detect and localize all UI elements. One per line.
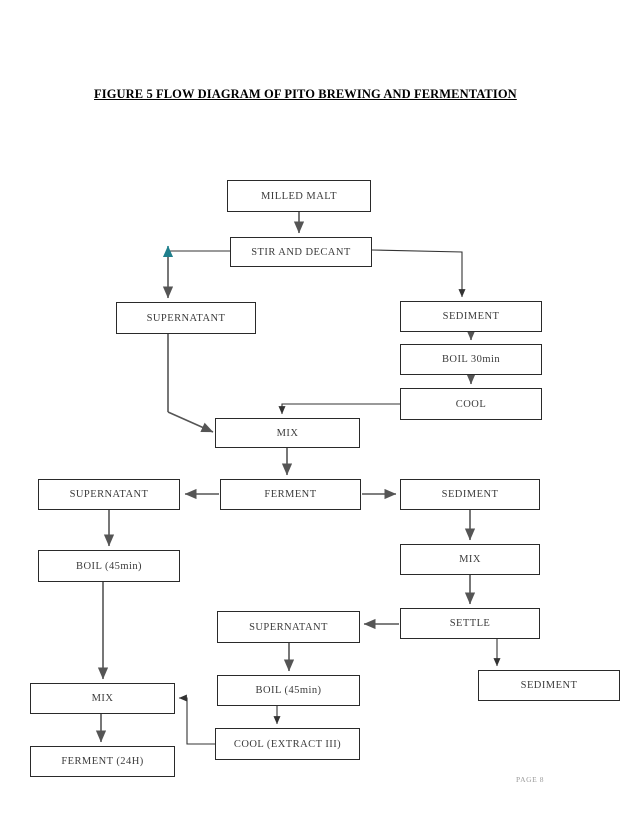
node-label: MIX: [276, 427, 299, 439]
node-label: STIR AND DECANT: [251, 246, 351, 258]
node-mix-3[interactable]: MIX: [30, 683, 175, 714]
node-label: SUPERNATANT: [146, 312, 226, 324]
node-label: BOIL 30min: [441, 354, 501, 365]
node-boil-30min[interactable]: BOIL 30min: [400, 344, 542, 375]
node-label: SETTLE: [449, 618, 491, 629]
page-title: FIGURE 5 FLOW DIAGRAM OF PITO BREWING AN…: [94, 87, 517, 101]
node-ferment-24h[interactable]: FERMENT (24H): [30, 746, 175, 777]
node-label: SUPERNATANT: [69, 489, 149, 500]
node-sediment-2[interactable]: SEDIMENT: [400, 479, 540, 510]
node-mix-1[interactable]: MIX: [215, 418, 360, 448]
node-label: SEDIMENT: [441, 489, 499, 500]
node-supernatant-3[interactable]: SUPERNATANT: [217, 611, 360, 643]
node-settle[interactable]: SETTLE: [400, 608, 540, 639]
node-milled-malt[interactable]: MILLED MALT: [227, 180, 371, 212]
node-label: MILLED MALT: [260, 190, 337, 202]
node-label: BOIL (45min): [255, 685, 322, 696]
node-label: FERMENT (24H): [61, 756, 144, 767]
node-label: FERMENT: [264, 489, 317, 500]
node-boil-45min-left[interactable]: BOIL (45min): [38, 550, 180, 582]
node-cool-1[interactable]: COOL: [400, 388, 542, 420]
node-label: SEDIMENT: [520, 680, 578, 691]
node-supernatant-1[interactable]: SUPERNATANT: [116, 302, 256, 334]
node-stir-and-decant[interactable]: STIR AND DECANT: [230, 237, 372, 267]
node-label: MIX: [459, 554, 481, 565]
page-number-footer: PAGE 8: [516, 775, 545, 784]
node-ferment-1[interactable]: FERMENT: [220, 479, 361, 510]
node-mix-2[interactable]: MIX: [400, 544, 540, 575]
node-cool-extract-iii[interactable]: COOL (EXTRACT III): [215, 728, 360, 760]
node-boil-45min-mid[interactable]: BOIL (45min): [217, 675, 360, 706]
node-label: SEDIMENT: [442, 311, 500, 322]
node-sediment-1[interactable]: SEDIMENT: [400, 301, 542, 332]
node-label: COOL (EXTRACT III): [233, 738, 342, 750]
node-supernatant-2[interactable]: SUPERNATANT: [38, 479, 180, 510]
node-sediment-3[interactable]: SEDIMENT: [478, 670, 620, 701]
node-label: BOIL (45min): [76, 560, 142, 572]
node-label: SUPERNATANT: [249, 621, 328, 633]
node-label: MIX: [91, 693, 114, 704]
node-label: COOL: [455, 398, 487, 410]
